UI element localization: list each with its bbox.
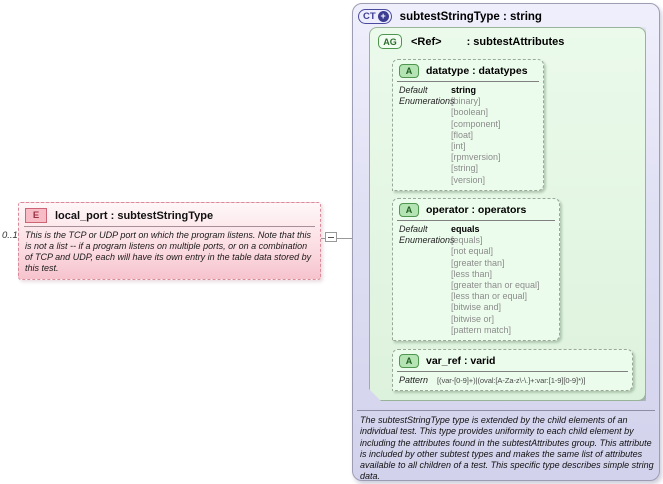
divider: [397, 371, 628, 372]
pattern-value: [(var-[0-9]+)|(oval:[A-Za-z\-\.]+:var:[1…: [437, 376, 586, 385]
complextype-subtestStringType: CT + subtestStringType : string AG <Ref>…: [352, 3, 660, 481]
attributegroup-icon: AG: [378, 34, 402, 49]
complextype-title: subtestStringType : string: [399, 10, 542, 23]
attribute-title: var_ref : varid: [426, 355, 496, 367]
complextype-icon: CT +: [358, 9, 392, 24]
enum-value: [boolean]: [451, 107, 489, 118]
facet-values: equals [equals][not equal][greater than]…: [451, 224, 540, 336]
facet-label-default: Default: [399, 224, 428, 234]
attribute-operator: A operator : operators Default Enumerati…: [392, 198, 560, 341]
enum-value: [equals]: [451, 235, 483, 246]
attribute-icon: A: [399, 354, 419, 368]
attributegroup-type: : subtestAttributes: [466, 35, 565, 48]
enum-value: [greater than]: [451, 257, 505, 268]
default-value: equals: [451, 224, 480, 234]
collapse-toggle[interactable]: [325, 232, 337, 242]
element-header: E local_port : subtestStringType: [19, 203, 320, 226]
divider: [357, 410, 655, 411]
complextype-header: CT + subtestStringType : string: [353, 4, 659, 26]
facet-label-enumerations: Enumerations: [399, 235, 455, 246]
element-local-port[interactable]: E local_port : subtestStringType This is…: [18, 202, 321, 280]
facet-values: string [binary][boolean][component][floa…: [451, 85, 501, 186]
element-title: local_port : subtestStringType: [55, 209, 214, 222]
enum-value: [binary]: [451, 96, 481, 107]
enum-value: [pattern match]: [451, 324, 512, 335]
attribute-title: datatype : datatypes: [426, 65, 528, 77]
attribute-header: A var_ref : varid: [393, 350, 632, 371]
enum-value: [version]: [451, 174, 486, 185]
attribute-icon: A: [399, 203, 419, 217]
enum-value: [int]: [451, 141, 466, 152]
divider: [397, 81, 539, 82]
complextype-icon-label: CT: [363, 11, 376, 22]
facet-table: Pattern [(var-[0-9]+)|(oval:[A-Za-z\-\.]…: [393, 372, 632, 390]
enumeration-list: [binary][boolean][component][float][int]…: [451, 96, 501, 186]
enum-value: [greater than or equal]: [451, 280, 540, 291]
facet-labels: Default Enumerations: [399, 224, 451, 336]
attributegroup-subtestAttributes: AG <Ref> : subtestAttributes A datatype …: [369, 27, 646, 401]
enum-value: [string]: [451, 163, 479, 174]
enum-value: [float]: [451, 129, 474, 140]
cardinality-label: 0..1: [2, 230, 18, 241]
element-icon: E: [25, 208, 47, 223]
attributegroup-ref: <Ref>: [411, 35, 442, 48]
facet-labels: Default Enumerations: [399, 85, 451, 186]
enum-value: [bitwise or]: [451, 313, 495, 324]
attribute-title: operator : operators: [426, 204, 527, 216]
element-description: This is the TCP or UDP port on which the…: [25, 230, 312, 273]
enum-value: [less than]: [451, 268, 493, 279]
facet-label-default: Default: [399, 85, 428, 95]
enum-value: [bitwise and]: [451, 302, 502, 313]
attributegroup-header: AG <Ref> : subtestAttributes: [370, 28, 645, 53]
enum-value: [rpmversion]: [451, 152, 501, 163]
enumeration-list: [equals][not equal][greater than][less t…: [451, 235, 540, 336]
default-value: string: [451, 85, 477, 95]
plus-icon: +: [377, 11, 389, 22]
enum-value: [not equal]: [451, 246, 494, 257]
facet-label-enumerations: Enumerations: [399, 96, 455, 107]
facet-label-pattern: Pattern: [399, 375, 429, 385]
attribute-var-ref: A var_ref : varid Pattern [(var-[0-9]+)|…: [392, 349, 633, 391]
enum-value: [less than or equal]: [451, 291, 528, 302]
facet-table: Default Enumerations equals [equals][not…: [393, 221, 559, 340]
facet-table: Default Enumerations string [binary][boo…: [393, 82, 543, 190]
divider: [24, 226, 315, 227]
enum-value: [component]: [451, 118, 501, 129]
complextype-footnote: The subtestStringType type is extended b…: [360, 415, 654, 482]
minus-icon: [328, 237, 334, 238]
attribute-header: A operator : operators: [393, 199, 559, 220]
divider: [397, 220, 555, 221]
attribute-icon: A: [399, 64, 419, 78]
attribute-datatype: A datatype : datatypes Default Enumerati…: [392, 59, 544, 191]
attribute-header: A datatype : datatypes: [393, 60, 543, 81]
